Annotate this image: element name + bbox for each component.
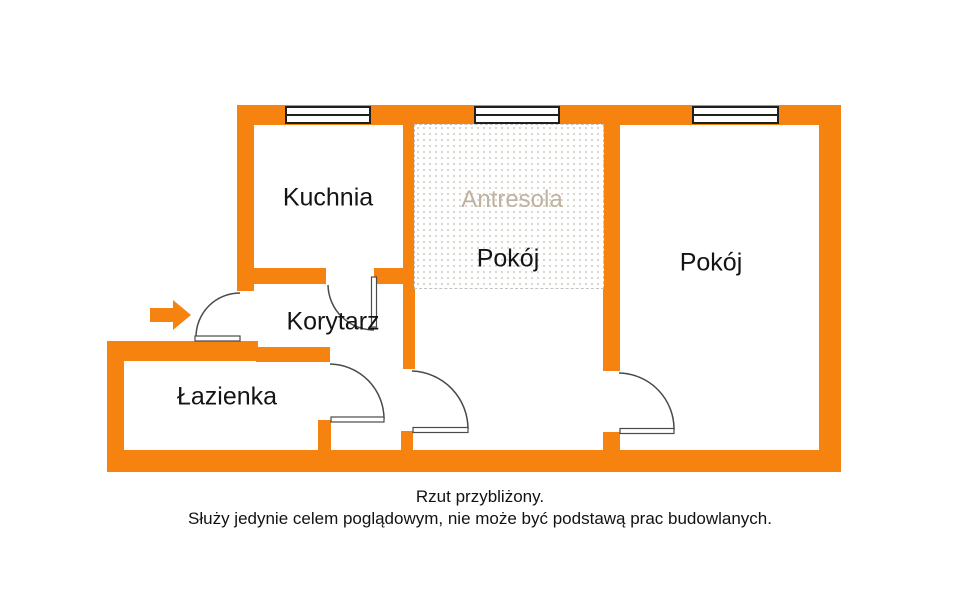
room-label-pokoj-right: Pokój [679, 248, 743, 277]
wall-kitchen-bottom-left [237, 268, 326, 284]
caption-line-1: Rzut przybliżony. [415, 487, 545, 506]
wall-bathroom-left [107, 341, 124, 472]
wall-stub-middle-door [401, 431, 413, 453]
room-label-lazienka: Łazienka [176, 382, 278, 411]
room-label-kuchnia: Kuchnia [282, 183, 374, 212]
window-pane-divider [694, 114, 777, 116]
door-arc-bathroom [329, 363, 385, 420]
wall-bathroom-top [107, 341, 258, 361]
door-arc-entrance [195, 292, 241, 338]
door-leaf-right-room [619, 427, 675, 435]
wall-right [819, 105, 841, 472]
caption: Rzut przybliżony. Służy jedynie celem po… [0, 486, 960, 530]
door-leaf-middle-room [412, 426, 469, 434]
wall-stub-right-door [603, 432, 620, 453]
wall-kitchen-left [237, 105, 254, 291]
wall-bottom [107, 450, 841, 472]
window-pane-divider [287, 114, 369, 116]
window-pane-divider [476, 114, 558, 116]
door-leaf-bathroom [330, 416, 385, 423]
door-arc-right-room [618, 372, 675, 431]
door-leaf-kitchen [370, 276, 378, 328]
window-right-room [692, 106, 779, 124]
wall-middle-room-right [603, 124, 620, 371]
entrance-arrow-icon [150, 300, 191, 330]
antresola-zone [414, 124, 604, 289]
wall-stub-bathroom-door [318, 420, 331, 453]
window-middle-room [474, 106, 560, 124]
door-arc-kitchen [327, 284, 375, 331]
room-label-pokoj-middle: Pokój [476, 244, 540, 273]
wall-bathroom-top-right [256, 347, 330, 362]
door-leaf-entrance [194, 335, 241, 342]
door-arc-middle-room [411, 370, 469, 430]
wall-middle-room-left [403, 124, 415, 369]
room-label-antresola: Antresola [461, 186, 563, 213]
caption-line-2: Służy jedynie celem poglądowym, nie może… [188, 509, 772, 528]
room-label-korytarz: Korytarz [286, 307, 380, 336]
window-kitchen [285, 106, 371, 124]
